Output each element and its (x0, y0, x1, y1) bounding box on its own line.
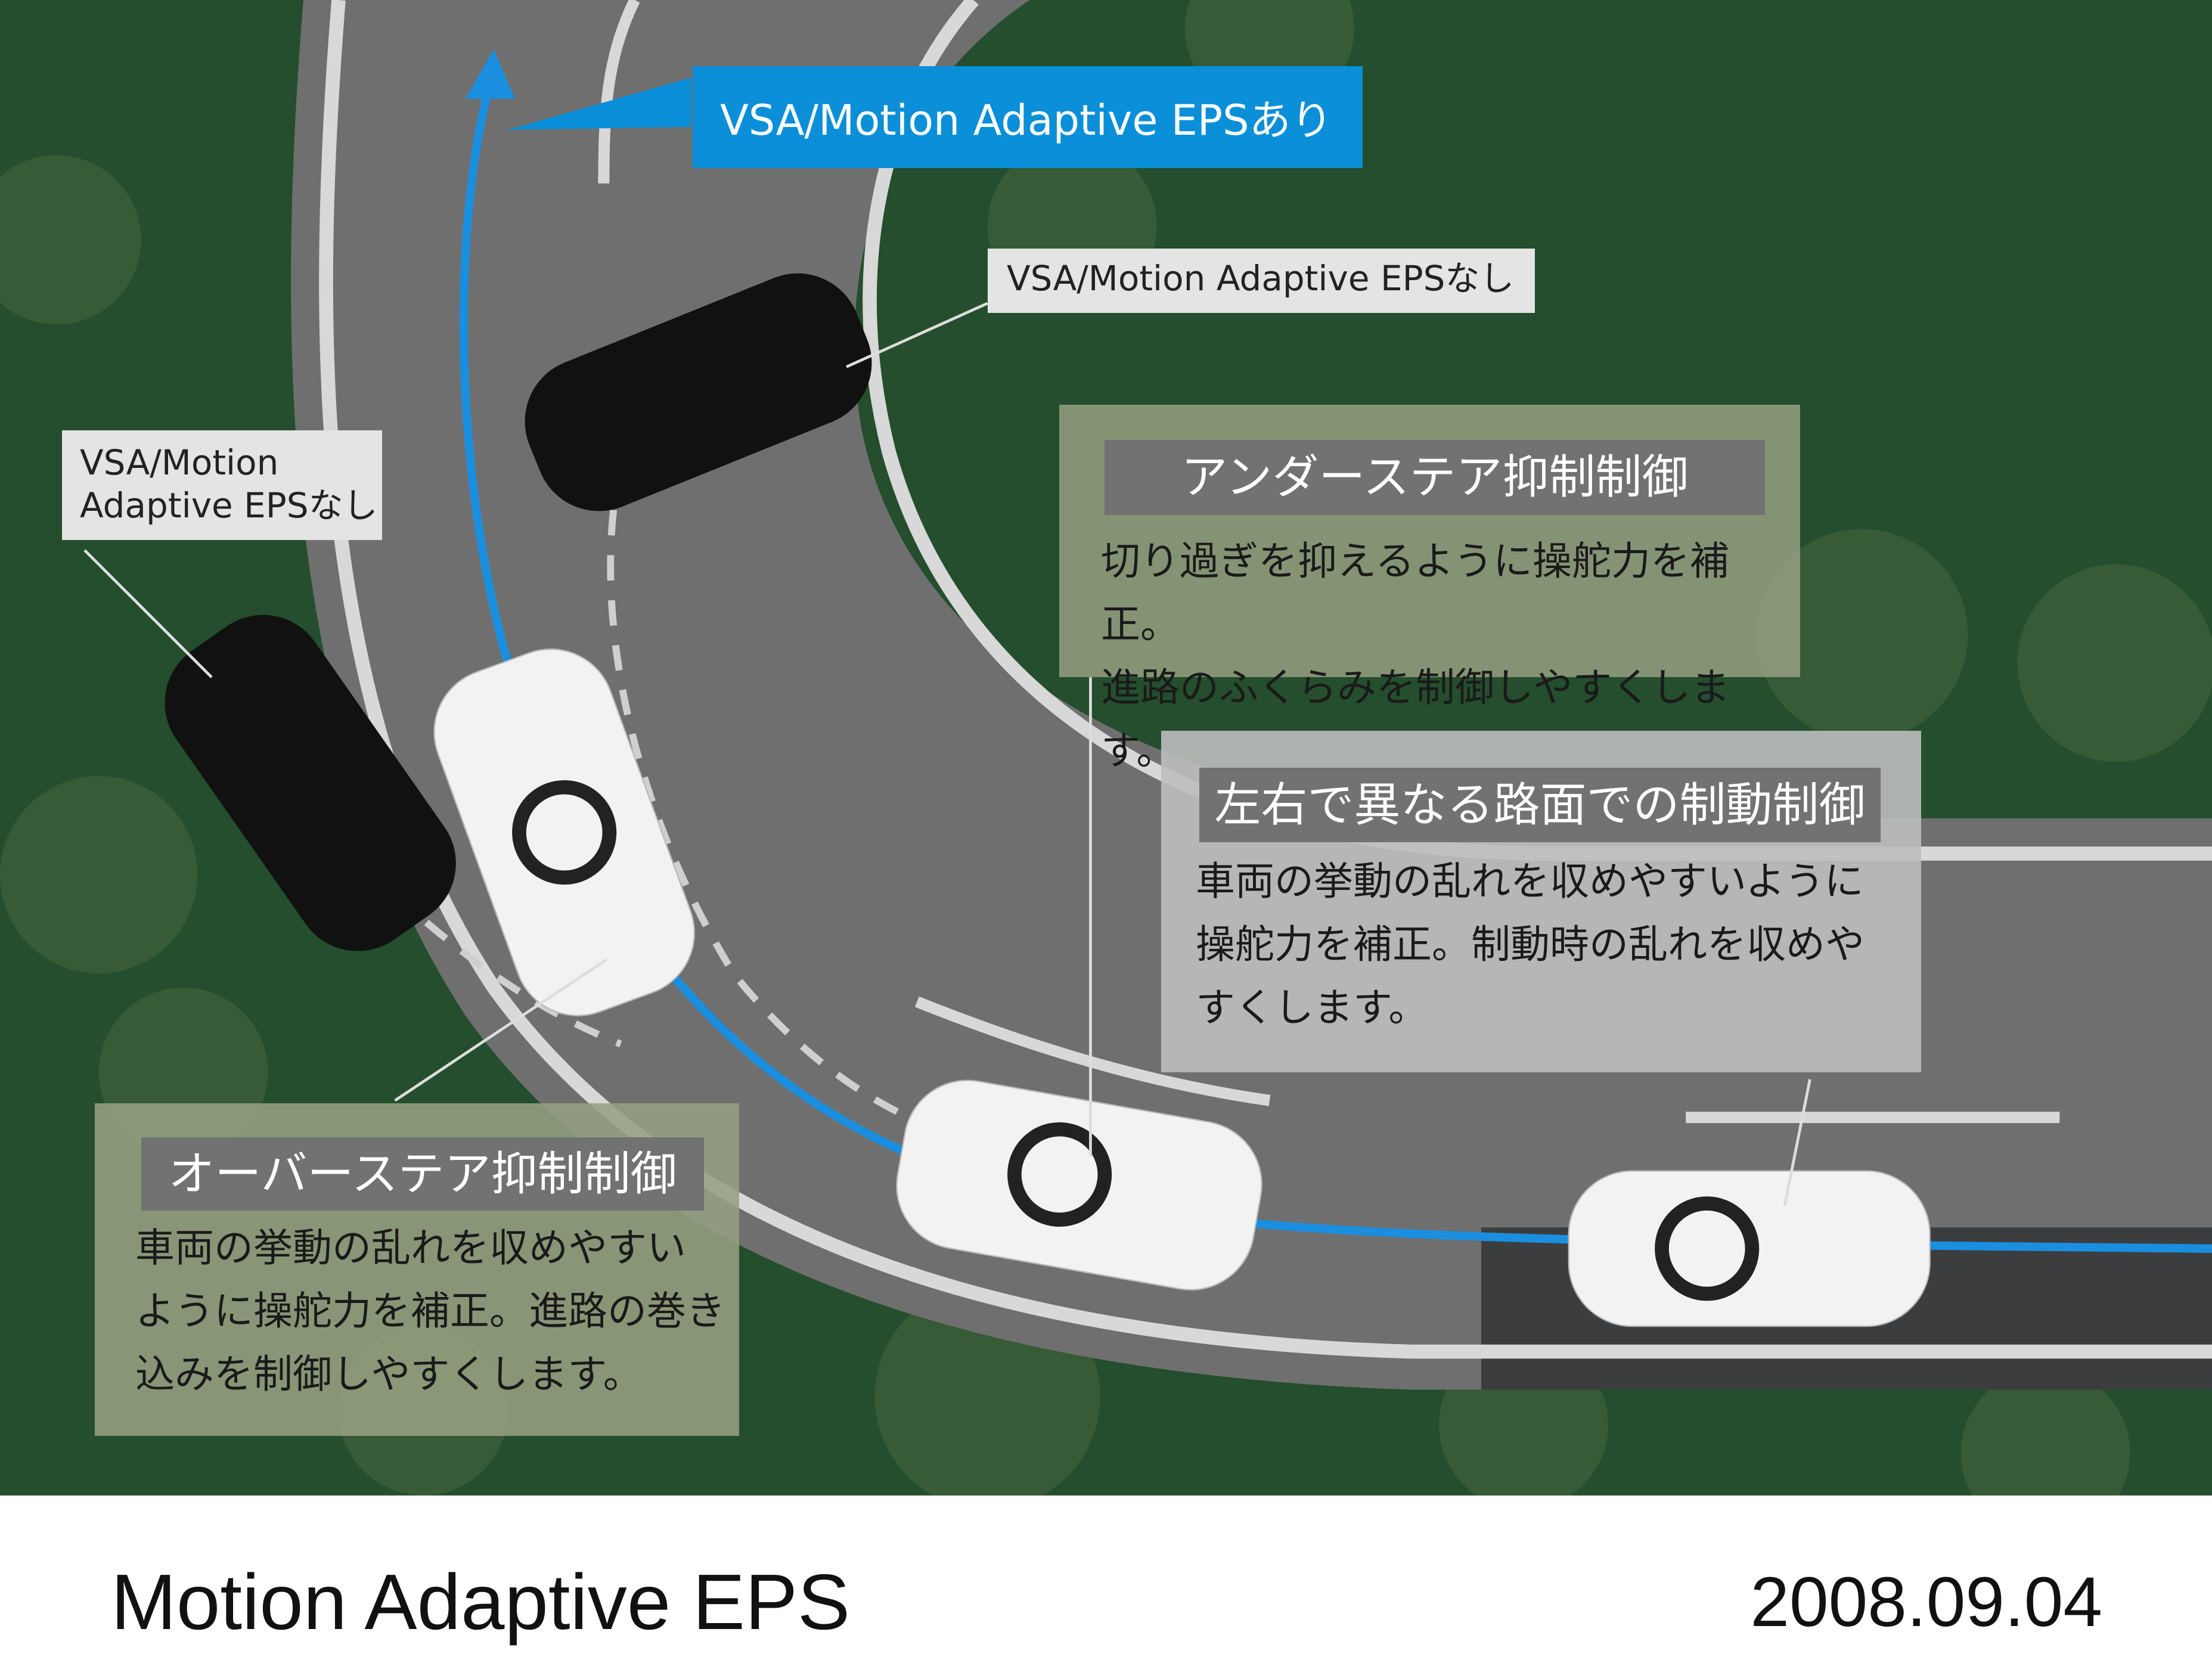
steering-wheel-icon (512, 780, 617, 885)
panel-text-line: 切り過ぎを抑えるように操舵力を補正。 (1101, 538, 1730, 647)
car-without-system-left-silhouette (165, 615, 456, 951)
label-line: VSA/Motion (80, 442, 279, 483)
panel-text-line: 込みを制御しやすくします。 (135, 1351, 643, 1397)
car-with-system-2 (896, 1079, 1262, 1291)
car-with-system-1 (433, 649, 696, 1017)
panel-text-line: ように操舵力を補正。進路の巻き (135, 1288, 725, 1334)
panel-text-line: すくします。 (1196, 985, 1428, 1031)
split-mu-braking-panel: 左右で異なる路面での制動制御 車両の挙動の乱れを収めやすいように 操舵力を補正。… (1161, 731, 1921, 1072)
car-without-system-top-silhouette (525, 273, 872, 511)
panel-title: 左右で異なる路面での制動制御 (1199, 768, 1881, 842)
steering-wheel-icon (1655, 1196, 1760, 1301)
blue-trajectory-line (459, 69, 2212, 1253)
oversteer-panel: オーバーステア抑制制御 車両の挙動の乱れを収めやすい ように操舵力を補正。進路の… (95, 1103, 739, 1436)
panel-text-line: 車両の挙動の乱れを収めやすいように (1196, 858, 1864, 904)
tree-icons (0, 0, 2212, 1496)
panel-text-line: 車両の挙動の乱れを収めやすい (135, 1225, 686, 1271)
label-without-system-left: VSA/Motion Adaptive EPSなし (62, 430, 382, 540)
label-line: Adaptive EPSなし (80, 485, 378, 526)
panel-text-line: 操舵力を補正。制動時の乱れを収めや (1196, 922, 1864, 967)
car-with-system-3 (1568, 1170, 1931, 1327)
callout-leader-lines (83, 302, 1811, 1207)
label-without-system-top: VSA/Motion Adaptive EPSなし (988, 249, 1535, 313)
panel-text-line: 進路のふくらみを制御しやすくします。 (1101, 665, 1730, 774)
footer-title: Motion Adaptive EPS (111, 1558, 851, 1646)
panel-title: アンダーステア抑制制御 (1105, 440, 1765, 515)
footer-date: 2008.09.04 (1750, 1563, 2102, 1642)
trajectory-arrowhead-icon (466, 49, 515, 99)
label-with-system: VSA/Motion Adaptive EPSあり (693, 66, 1363, 168)
panel-title: オーバーステア抑制制御 (141, 1137, 704, 1211)
steering-wheel-icon (1007, 1122, 1112, 1227)
understeer-panel: アンダーステア抑制制御 切り過ぎを抑えるように操舵力を補正。 進路のふくらみを制… (1059, 405, 1800, 774)
